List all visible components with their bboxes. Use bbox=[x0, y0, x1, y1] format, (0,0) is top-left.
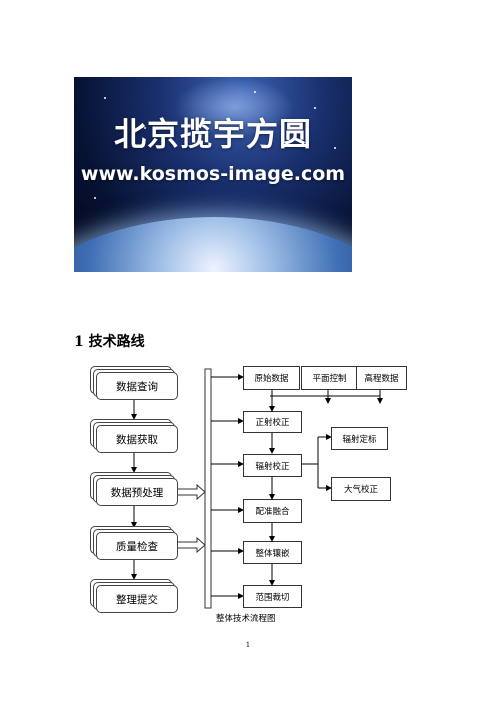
star bbox=[314, 107, 316, 109]
banner-title: 北京揽宇方圆 bbox=[113, 115, 312, 153]
step-registration-fusion: 配准融合 bbox=[243, 499, 302, 523]
figure-caption: 整体技术流程图 bbox=[216, 614, 276, 624]
branch-calibration: 辐射定标 bbox=[331, 427, 388, 450]
input-elevation-data: 高程数据 bbox=[356, 366, 407, 390]
step-label: 数据查询 bbox=[96, 372, 178, 400]
star bbox=[144, 127, 146, 129]
step-label: 质量检查 bbox=[96, 532, 178, 560]
input-raw-data: 原始数据 bbox=[243, 366, 300, 390]
page-number: 1 bbox=[245, 641, 251, 649]
step-mosaic: 整体镶嵌 bbox=[243, 541, 302, 564]
branch-atmospheric-correction: 大气校正 bbox=[331, 477, 391, 501]
step-ortho-correction: 正射校正 bbox=[243, 411, 302, 433]
bus-bar bbox=[204, 368, 212, 609]
step-label: 数据预处理 bbox=[96, 478, 178, 506]
banner-url: www.kosmos-image.com bbox=[80, 163, 346, 185]
star bbox=[94, 197, 96, 199]
step-label: 数据获取 bbox=[96, 425, 178, 453]
step-clip: 范围裁切 bbox=[243, 585, 302, 608]
section-heading: 1 技术路线 bbox=[74, 334, 145, 350]
banner-glow bbox=[174, 77, 294, 137]
step-radiometric-correction: 辐射校正 bbox=[243, 454, 302, 477]
input-plane-control: 平面控制 bbox=[301, 366, 358, 390]
star bbox=[334, 147, 336, 149]
step-label: 整理提交 bbox=[96, 585, 178, 613]
banner-image: 北京揽宇方圆 www.kosmos-image.com bbox=[74, 77, 352, 272]
star bbox=[254, 91, 256, 93]
star bbox=[104, 97, 106, 99]
